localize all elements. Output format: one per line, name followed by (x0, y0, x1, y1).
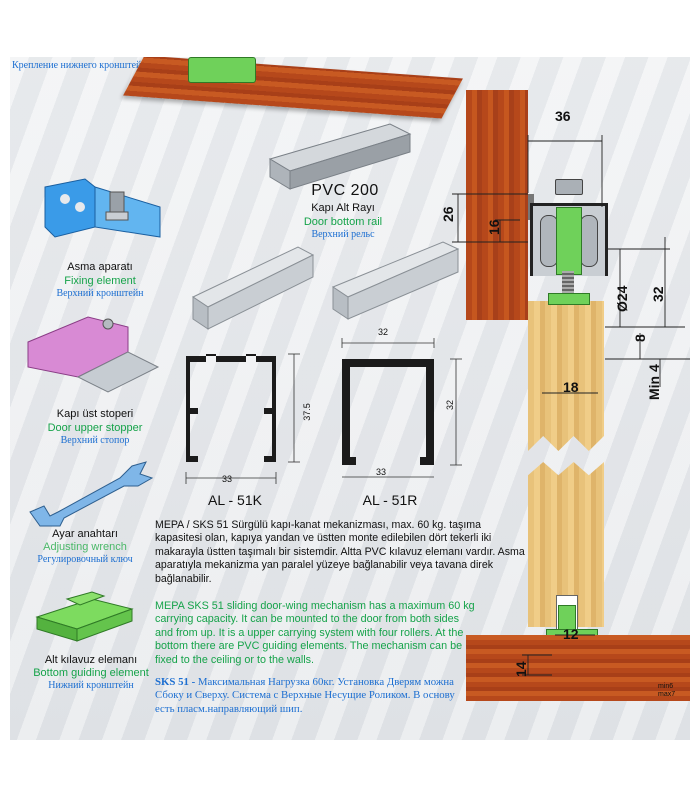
al51k-width: 33 (222, 474, 233, 484)
pvc-label-tr: Kapı Alt Rayı (311, 202, 375, 214)
wrench-label-ru: Регулировочный ключ (37, 554, 133, 565)
al51r-width-top: 32 (378, 327, 389, 337)
description-en: MEPA SKS 51 sliding door-wing mechanism … (155, 600, 475, 666)
stopper-image (27, 316, 160, 393)
header-caption: Крепление нижнего кронштейна (12, 60, 152, 71)
dim-min4: Min 4 (646, 364, 662, 400)
catalog-page: Крепление нижнего кронштейна Asma aparat… (10, 57, 690, 740)
dim-32: 32 (650, 286, 666, 302)
stopper-label-tr: Kapı üst stoperi (56, 408, 134, 420)
ceiling-wood (466, 90, 528, 320)
dim-14: 14 (513, 661, 529, 677)
dim-16: 16 (486, 219, 502, 235)
dim-26: 26 (440, 206, 456, 222)
description-tr: MEPA / SKS 51 Sürgülü kapı-kanat mekaniz… (155, 519, 525, 585)
description-ru-body: Максимальная Нагрузка 60кг. Установка Дв… (155, 676, 455, 715)
dim-12: 12 (563, 626, 579, 642)
guide-label-ru: Нижний кронштейн (48, 680, 134, 691)
guide-label-tr: Alt kılavuz elemanı (44, 654, 138, 666)
wrench-label-en: Adjusting wrench (43, 541, 127, 553)
dim-8: 8 (632, 334, 648, 342)
al51r-name: AL - 51R (362, 492, 418, 508)
fixing-label-tr: Asma aparatı (67, 261, 133, 273)
description-ru: SKS 51 - Максимальная Нагрузка 60кг. Уст… (155, 676, 455, 716)
pvc-label-ru: Верхний рельс (311, 229, 375, 240)
pvc-rail-image (268, 123, 412, 190)
dim-18: 18 (563, 379, 579, 395)
al51k-name: AL - 51K (208, 492, 262, 508)
wrench-image (29, 461, 154, 527)
al51r-width-bottom: 33 (376, 467, 387, 477)
pvc-title: PVC 200 (311, 182, 379, 199)
fixing-block-green (188, 57, 256, 83)
al51k-section (185, 353, 300, 484)
door-mount-plate (548, 293, 590, 305)
guide-label-en: Bottom guiding element (33, 667, 149, 679)
floor-wood (466, 635, 690, 701)
aluminium-rails-image (191, 241, 460, 330)
fixing-label-ru: Верхний кронштейн (56, 288, 144, 299)
al51r-section (341, 338, 462, 478)
dim-36: 36 (555, 108, 571, 124)
dim-max7: max7 (658, 691, 676, 698)
fixing-element-image (44, 178, 161, 238)
stopper-label-ru: Верхний стопор (60, 435, 130, 446)
wrench-label-tr: Ayar anahtarı (52, 528, 118, 540)
guide-image (35, 591, 134, 642)
dim-d24: Ø24 (614, 285, 630, 312)
pvc-label-en: Door bottom rail (303, 216, 383, 228)
description-ru-model: SKS 51 - (155, 676, 198, 688)
bolt-head (555, 179, 583, 195)
dim-min6: min6 (658, 683, 674, 690)
dimension-lines (452, 135, 690, 676)
al51k-height: 37.5 (301, 403, 312, 421)
door-panel-top (528, 301, 604, 451)
stopper-label-en: Door upper stopper (47, 422, 143, 434)
fixing-label-en: Fixing element (64, 275, 136, 287)
